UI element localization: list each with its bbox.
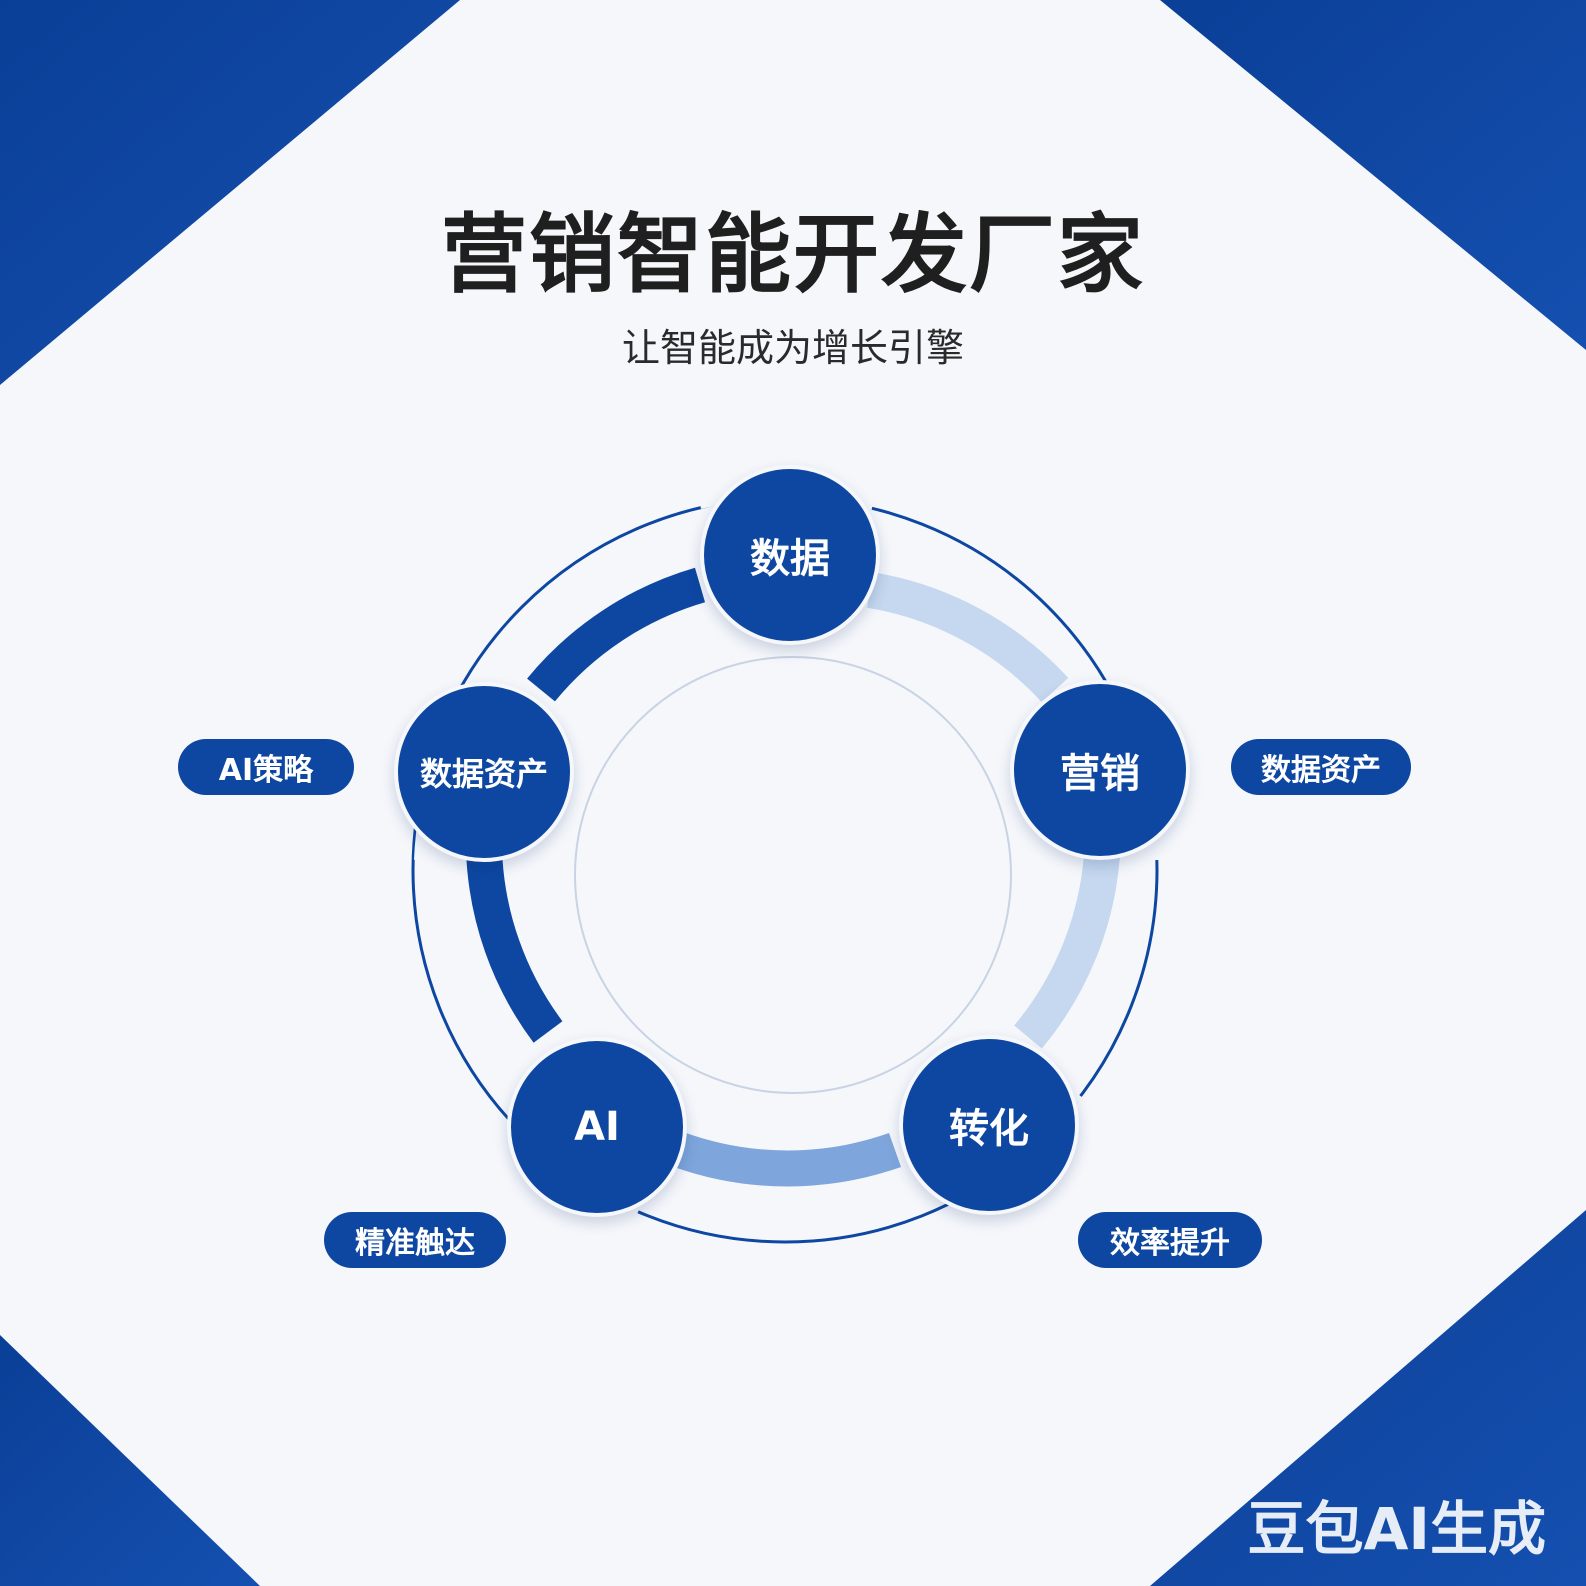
- corner-bottom-right: [1150, 1210, 1586, 1586]
- watermark: 豆包AI生成: [1247, 1495, 1546, 1563]
- node-marketing: 营销: [1010, 680, 1190, 860]
- tag-ai-strategy-label: AI策略: [218, 753, 314, 788]
- node-conversion: 转化: [899, 1035, 1079, 1215]
- arc-data-to-marketing: [866, 572, 1069, 703]
- arc-conversion-to-ai: [673, 1132, 902, 1187]
- tag-efficiency-boost: 效率提升: [1078, 1212, 1262, 1268]
- arc-ai-to-assets: [466, 849, 563, 1043]
- node-ai: AI: [507, 1037, 687, 1217]
- corner-bottom-left: [0, 1335, 260, 1586]
- node-data-assets-label: 数据资产: [419, 755, 548, 793]
- arc-assets-to-data: [527, 567, 706, 702]
- node-data-assets: 数据资产: [394, 682, 574, 862]
- tag-data-assets: 数据资产: [1231, 739, 1411, 795]
- corner-top-right: [1160, 0, 1586, 350]
- arc-marketing-to-conversion: [1014, 853, 1120, 1049]
- tag-data-assets-label: 数据资产: [1261, 753, 1381, 788]
- tag-efficiency-boost-label: 效率提升: [1110, 1226, 1230, 1261]
- page-title: 营销智能开发厂家: [441, 205, 1145, 305]
- inner-ring: [574, 656, 1012, 1094]
- page-subtitle: 让智能成为增长引擎: [621, 326, 964, 370]
- node-conversion-label: 转化: [949, 1106, 1029, 1152]
- node-data-label: 数据: [750, 536, 830, 582]
- node-ai-label: AI: [574, 1104, 620, 1150]
- corner-top-left: [0, 0, 460, 385]
- tag-precise-reach-label: 精准触达: [355, 1226, 475, 1261]
- node-data: 数据: [700, 465, 880, 645]
- tag-precise-reach: 精准触达: [324, 1212, 506, 1268]
- tag-ai-strategy: AI策略: [178, 739, 354, 795]
- node-marketing-label: 营销: [1060, 751, 1140, 797]
